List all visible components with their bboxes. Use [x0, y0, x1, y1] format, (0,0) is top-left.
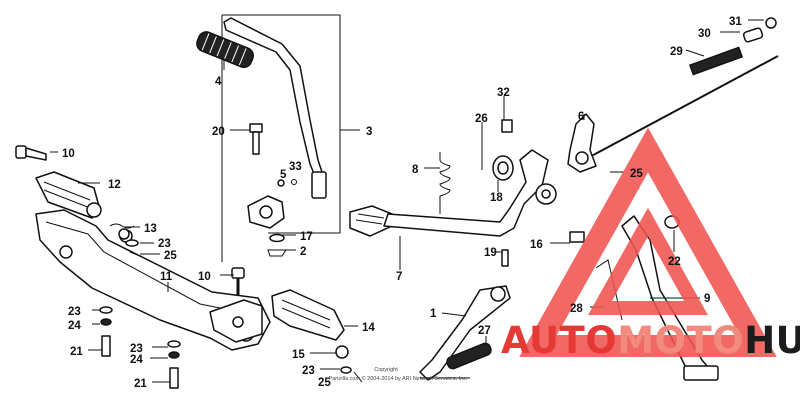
callout-label: 9	[704, 293, 710, 305]
callout-label: 4	[215, 76, 222, 88]
callout-label: 1	[430, 308, 437, 320]
callout-label: 28	[570, 303, 583, 315]
callout-label: 2	[300, 246, 306, 258]
callout-label: 31	[729, 16, 742, 28]
callout-label: 22	[668, 256, 681, 268]
callout-label: 32	[497, 87, 510, 99]
callout-label: 23	[130, 343, 143, 355]
rear-footpeg	[209, 267, 345, 343]
front-footpeg	[15, 145, 102, 219]
copyright-title: Copyright	[374, 367, 398, 373]
watermark-moto: MOTO	[617, 319, 744, 362]
callout-label: 16	[530, 239, 543, 251]
callout-label: 7	[396, 271, 402, 283]
callout-label: 14	[362, 322, 375, 334]
gear-shift-lever	[196, 14, 341, 262]
automotohub-watermark: AUTOMOTOHUB	[501, 127, 800, 362]
callout-label: 20	[212, 126, 225, 138]
watermark-auto: AUTO	[501, 319, 617, 362]
kick-starter	[419, 285, 511, 381]
callout-label: 33	[289, 161, 302, 173]
callout-label: 10	[198, 271, 211, 283]
callout-label: 5	[280, 169, 287, 181]
watermark-text: AUTOMOTOHUB	[501, 319, 800, 362]
leader-lines	[50, 19, 764, 383]
copyright-line: Partzilla.com © 2004-2014 by ARI Network…	[329, 375, 468, 382]
callout-label: 23	[68, 306, 81, 318]
watermark-hub: HUB	[744, 319, 800, 362]
callout-label: 10	[62, 148, 75, 160]
callout-label: 13	[144, 223, 157, 235]
callout-label: 26	[475, 113, 488, 125]
callout-label: 3	[366, 126, 372, 138]
callout-label: 23	[302, 365, 315, 377]
fasteners	[99, 223, 363, 389]
callout-label: 29	[670, 46, 683, 58]
callout-label: 17	[300, 231, 313, 243]
callout-label: 24	[68, 320, 81, 332]
callout-label: 19	[484, 247, 497, 259]
callout-label: 25	[318, 377, 331, 389]
callout-label: 23	[158, 238, 171, 250]
callout-label: 24	[130, 354, 143, 366]
callout-label: 12	[108, 179, 121, 191]
callout-label: 11	[160, 271, 173, 283]
callout-label: 25	[630, 168, 643, 180]
callout-label: 6	[578, 111, 584, 123]
brake-pedal	[349, 119, 557, 267]
callout-label: 8	[412, 164, 419, 176]
brake-rod	[567, 17, 779, 173]
callout-label: 18	[490, 192, 503, 204]
callout-label: 21	[134, 378, 147, 390]
callout-label: 21	[70, 346, 83, 358]
callout-labels: 31 30 29 4 32 26 6 20 3 10 33 5 8 18 25 …	[62, 16, 742, 390]
callout-label: 15	[292, 349, 305, 361]
callout-label: 30	[698, 28, 711, 40]
watermark-triangle-icon	[519, 127, 777, 357]
callout-label: 27	[478, 325, 491, 337]
callout-label: 25	[164, 250, 177, 262]
